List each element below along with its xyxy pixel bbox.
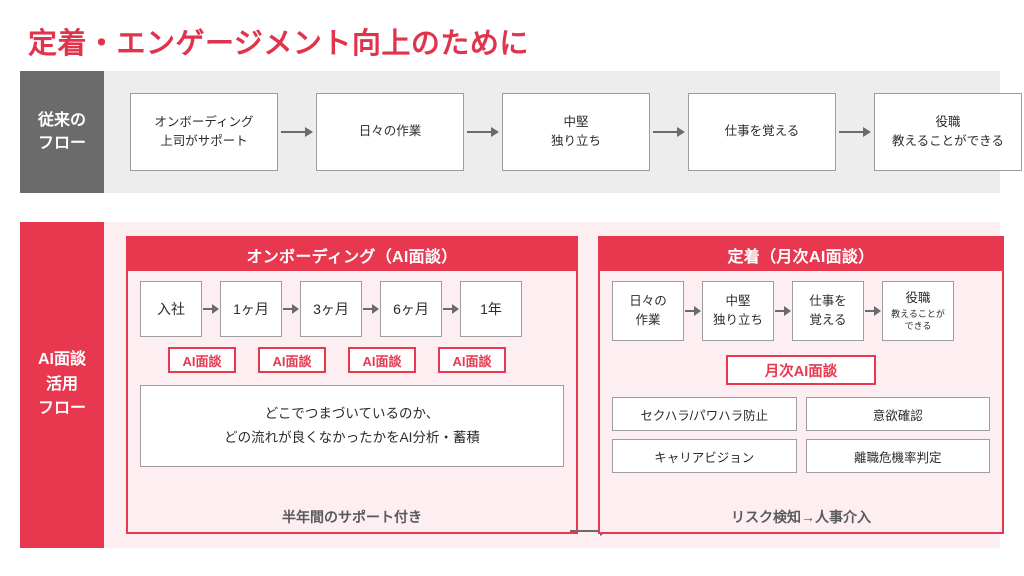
retention-step-2-line1: 中堅 bbox=[725, 294, 751, 309]
timeline-step-2[interactable]: 1ヶ月 bbox=[220, 281, 282, 337]
retention-step-1-line2: 作業 bbox=[635, 313, 661, 327]
retention-step-3-line1: 仕事を bbox=[809, 294, 847, 309]
retention-step-4-sub: 教えることが bbox=[891, 309, 945, 320]
conventional-step-1-line2: 上司がサポート bbox=[160, 134, 248, 148]
arrow-right-icon bbox=[774, 306, 792, 316]
ai-interview-tag-row: AI面談 AI面談 AI面談 AI面談 bbox=[140, 347, 564, 373]
retention-panel-body: 日々の 作業 中堅 独り立ち 仕事を 覚える 役職 bbox=[600, 271, 1002, 502]
retention-step-4[interactable]: 役職 教えることが できる bbox=[882, 281, 954, 341]
onboarding-panel-footer: 半年間のサポート付き bbox=[282, 509, 422, 525]
timeline-step-3[interactable]: 3ヶ月 bbox=[300, 281, 362, 337]
onboarding-panel-body: 入社 1ヶ月 3ヶ月 6ヶ月 1年 AI面談 AI面談 AI面談 AI面談 bbox=[128, 271, 576, 502]
conventional-step-4-line1: 仕事を覚える bbox=[724, 124, 800, 139]
arrow-right-icon bbox=[202, 304, 220, 314]
ai-interview-tag-3[interactable]: AI面談 bbox=[348, 347, 416, 373]
onboarding-panel: オンボーディング（AI面談） 入社 1ヶ月 3ヶ月 6ヶ月 1年 AI面談 AI… bbox=[126, 236, 578, 534]
arrow-right-icon bbox=[282, 304, 300, 314]
conventional-step-1-line1: オンボーディング bbox=[154, 114, 254, 129]
conventional-step-4[interactable]: 仕事を覚える bbox=[688, 93, 836, 171]
arrow-right-icon bbox=[278, 126, 316, 138]
timeline-step-1[interactable]: 入社 bbox=[140, 281, 202, 337]
arrow-right-icon bbox=[362, 304, 380, 314]
retention-step-2[interactable]: 中堅 独り立ち bbox=[702, 281, 774, 341]
retention-panel: 定着（月次AI面談） 日々の 作業 中堅 独り立ち 仕事を 覚える bbox=[598, 236, 1004, 534]
ai-analysis-note-line2: どの流れが良くなかったかをAI分析・蓄積 bbox=[224, 430, 480, 445]
retention-panel-footer: リスク検知→人事介入 bbox=[731, 509, 871, 525]
conventional-flow-label-line1: 従来の bbox=[37, 111, 86, 129]
ai-flow-label-line3: フロー bbox=[37, 400, 86, 418]
retention-topic-harassment[interactable]: セクハラ/パワハラ防止 bbox=[612, 397, 797, 431]
conventional-step-5-line2: 教えることができる bbox=[892, 134, 1004, 148]
conventional-step-5[interactable]: 役職 教えることができる bbox=[874, 93, 1022, 171]
conventional-step-5-line1: 役職 bbox=[935, 114, 961, 129]
onboarding-timeline: 入社 1ヶ月 3ヶ月 6ヶ月 1年 bbox=[140, 281, 564, 337]
arrow-right-icon bbox=[464, 126, 502, 138]
conventional-step-3-line2: 独り立ち bbox=[550, 134, 601, 148]
page-title: 定着・エンゲージメント向上のために bbox=[28, 28, 529, 60]
conventional-step-2[interactable]: 日々の作業 bbox=[316, 93, 464, 171]
conventional-step-3[interactable]: 中堅 独り立ち bbox=[502, 93, 650, 171]
ai-flow-label-line1: AI面談 bbox=[37, 350, 86, 368]
ai-interview-flow-label: AI面談 活用 フロー bbox=[20, 222, 104, 548]
ai-analysis-note-line1: どこでつまづいているのか、 bbox=[264, 406, 440, 422]
monthly-ai-tag-wrap: 月次AI面談 bbox=[612, 355, 990, 385]
retention-step-3-line2: 覚える bbox=[809, 313, 847, 327]
ai-interview-tag-1[interactable]: AI面談 bbox=[168, 347, 236, 373]
retention-topic-motivation[interactable]: 意欲確認 bbox=[805, 397, 990, 431]
conventional-flow-section: 従来の フロー オンボーディング 上司がサポート 日々の作業 中堅 独り立ち 仕… bbox=[20, 71, 1022, 193]
conventional-flow-steps: オンボーディング 上司がサポート 日々の作業 中堅 独り立ち 仕事を覚える 役職… bbox=[104, 71, 1022, 193]
retention-topic-row: セクハラ/パワハラ防止 意欲確認 bbox=[612, 397, 990, 431]
retention-steps: 日々の 作業 中堅 独り立ち 仕事を 覚える 役職 bbox=[612, 281, 990, 341]
retention-step-4-sub2: できる bbox=[904, 321, 932, 332]
ai-interview-tag-4[interactable]: AI面談 bbox=[438, 347, 506, 373]
arrow-right-icon bbox=[650, 126, 688, 138]
retention-topic-grid: セクハラ/パワハラ防止 意欲確認 キャリアビジョン 離職危機率判定 bbox=[612, 397, 990, 473]
conventional-step-2-line1: 日々の作業 bbox=[358, 124, 422, 139]
retention-step-1-line1: 日々の bbox=[629, 294, 667, 309]
arrow-right-icon bbox=[864, 306, 882, 316]
ai-flow-label-line2: 活用 bbox=[45, 375, 78, 393]
ai-interview-tag-2[interactable]: AI面談 bbox=[258, 347, 326, 373]
arrow-right-icon bbox=[684, 306, 702, 316]
retention-topic-career-vision[interactable]: キャリアビジョン bbox=[612, 439, 797, 473]
retention-panel-header: 定着（月次AI面談） bbox=[600, 238, 1002, 271]
timeline-step-4[interactable]: 6ヶ月 bbox=[380, 281, 442, 337]
conventional-flow-label: 従来の フロー bbox=[20, 71, 104, 193]
retention-step-1[interactable]: 日々の 作業 bbox=[612, 281, 684, 341]
ai-interview-flow-section: AI面談 活用 フロー オンボーディング（AI面談） 入社 1ヶ月 3ヶ月 6ヶ… bbox=[20, 222, 1004, 548]
conventional-flow-label-line2: フロー bbox=[37, 135, 86, 152]
arrow-right-icon bbox=[442, 304, 460, 314]
retention-step-3[interactable]: 仕事を 覚える bbox=[792, 281, 864, 341]
monthly-ai-interview-tag[interactable]: 月次AI面談 bbox=[726, 355, 876, 385]
onboarding-panel-header: オンボーディング（AI面談） bbox=[128, 238, 576, 271]
timeline-step-5[interactable]: 1年 bbox=[460, 281, 522, 337]
retention-topic-turnover-risk[interactable]: 離職危機率判定 bbox=[805, 439, 990, 473]
conventional-step-1[interactable]: オンボーディング 上司がサポート bbox=[130, 93, 278, 171]
retention-topic-row: キャリアビジョン 離職危機率判定 bbox=[612, 439, 990, 473]
conventional-step-3-line1: 中堅 bbox=[563, 114, 589, 129]
retention-step-2-line2: 独り立ち bbox=[712, 313, 763, 327]
ai-analysis-note: どこでつまづいているのか、 どの流れが良くなかったかをAI分析・蓄積 bbox=[140, 385, 564, 467]
retention-step-4-line1: 役職 bbox=[905, 291, 931, 306]
arrow-right-icon bbox=[836, 126, 874, 138]
